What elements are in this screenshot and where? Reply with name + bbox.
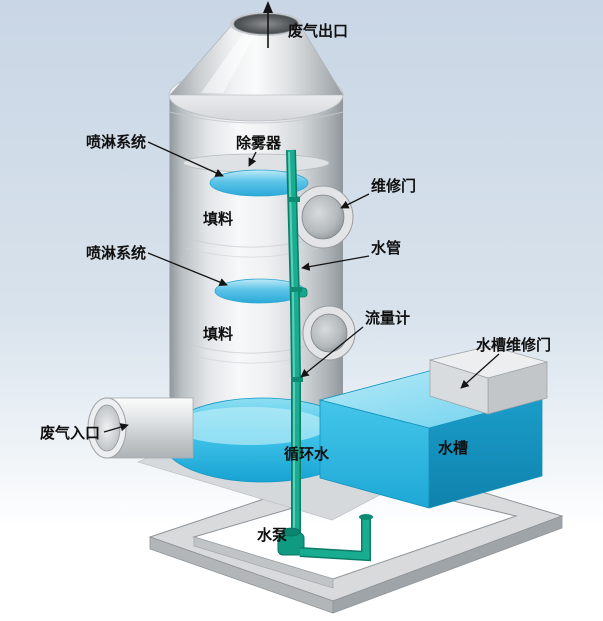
leader-spray-top [147, 141, 224, 177]
tank-door-box-front [429, 359, 489, 415]
frame-inner-wall [193, 536, 334, 589]
leader-maintenance-door [340, 193, 370, 209]
porthole-top [301, 194, 345, 240]
spray-header-top [209, 169, 309, 197]
pipe-main [287, 149, 300, 536]
labels: 废气出口 喷淋系统 除雾器 维修门 填料 喷淋系统 水管 填料 流量计 水槽维修… [40, 22, 551, 544]
pool-sheen [172, 407, 328, 445]
label-circulating-water: 循环水 [284, 445, 330, 463]
scrubber-tower [168, 12, 344, 449]
pipe-discharge-flange [359, 514, 373, 520]
leader-gas-inlet [103, 423, 129, 433]
pump-motor [281, 527, 301, 537]
label-water-tank: 水槽 [438, 439, 468, 457]
leader-lines [103, 141, 500, 433]
label-flow-meter: 流量计 [365, 309, 410, 327]
recirculation-pipe [277, 149, 373, 562]
demister-plate [182, 153, 330, 173]
label-spray-system-bottom: 喷淋系统 [86, 244, 146, 262]
label-demister: 除雾器 [236, 134, 282, 152]
water-tank-box [318, 345, 549, 509]
outlet-opening [233, 13, 299, 35]
pipe-discharge [299, 518, 370, 560]
porthole-bottom [310, 313, 348, 353]
outlet-arrow-head [263, 1, 273, 13]
gas-inlet-duct [87, 397, 194, 459]
pipe-joint-3 [291, 377, 303, 382]
tower-seam [169, 111, 344, 124]
frame-front-right-side [332, 515, 563, 614]
leader-demister [248, 151, 257, 167]
label-packing-top: 填料 [203, 210, 233, 228]
cone-highlight [201, 29, 258, 93]
label-water-pump: 水泵 [257, 526, 287, 544]
leader-flow-meter [300, 326, 364, 378]
gas-outlet-arrow [263, 1, 273, 48]
tower-body [169, 95, 343, 425]
tank-front-face [319, 399, 430, 509]
packing-band-top-b [185, 243, 333, 258]
label-tank-maintenance-door: 水槽维修门 [476, 336, 551, 354]
pipe-main-highlight [288, 151, 295, 534]
label-packing-bottom: 填料 [203, 325, 233, 343]
label-water-pipe: 水管 [371, 239, 401, 257]
circulating-water-pool [161, 397, 363, 483]
pipe-joint-2 [290, 287, 302, 292]
pipe-joint-1 [288, 197, 300, 202]
label-maintenance-door: 维修门 [371, 177, 416, 195]
label-spray-system-top: 喷淋系统 [86, 133, 146, 151]
maintenance-doors [292, 185, 356, 361]
leader-spray-bottom [147, 252, 228, 287]
label-gas-outlet: 废气出口 [288, 22, 348, 40]
label-gas-inlet: 废气入口 [40, 424, 100, 442]
leader-tank-door [460, 353, 500, 389]
leader-water-pipe [301, 255, 370, 271]
